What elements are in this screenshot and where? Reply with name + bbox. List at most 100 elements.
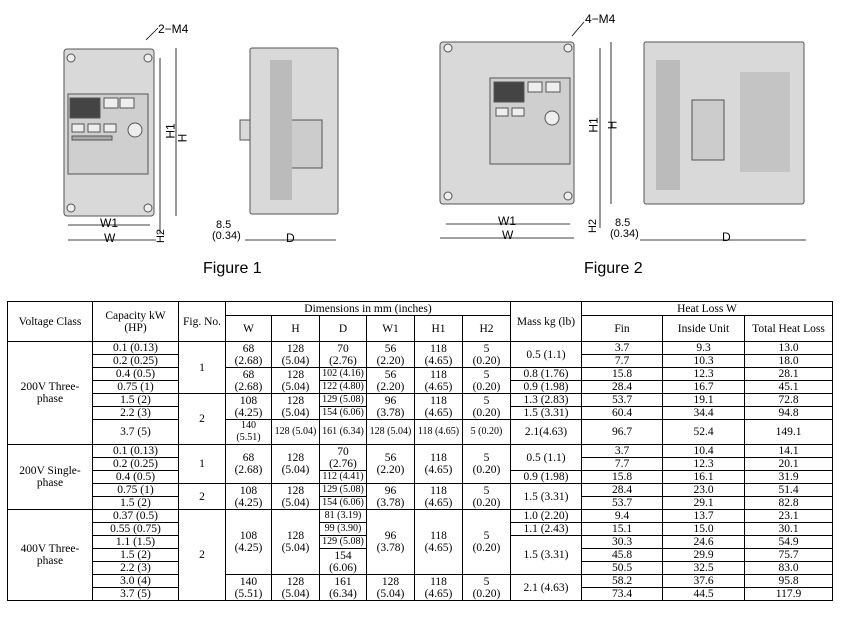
fig1-offset-label: 8.5 <box>216 219 232 231</box>
total-cell: 45.1 <box>744 380 833 394</box>
dim-cell: 128 (5.04) <box>271 419 320 445</box>
total-cell: 28.1 <box>744 367 833 381</box>
total-cell: 20.1 <box>744 457 833 471</box>
voltage-class: 400V Three-phase <box>7 509 93 601</box>
capacity-cell: 0.2 (0.25) <box>92 354 179 368</box>
dim-cell: 118(4.65) <box>414 574 463 601</box>
dim-cell: 70(2.76) <box>319 444 367 471</box>
dim-cell: 5(0.20) <box>462 341 511 368</box>
dim-cell: 129 (5.08) <box>319 483 367 497</box>
dim-cell: 81 (3.19) <box>319 509 367 523</box>
table-row: 200V Single-phase 0.1 (0.13) 1 68(2.68) … <box>7 444 833 510</box>
total-cell: 75.7 <box>744 548 833 562</box>
dim-cell: 118(4.65) <box>414 444 463 484</box>
table-row: 1.5 (2) 2 108(4.25) 128(5.04) 129 (5.08)… <box>8 393 833 445</box>
header-heat: Heat Loss W <box>581 301 833 316</box>
mass-cell: 1.0 (2.20) <box>510 509 582 523</box>
fig1-front-view <box>63 48 155 217</box>
fig1-caption: Figure 1 <box>203 260 262 277</box>
fig2-side-view <box>643 41 805 205</box>
dim-cell: 5(0.20) <box>462 444 511 484</box>
mass-cell: 0.5 (1.1) <box>510 341 582 368</box>
total-cell: 117.9 <box>744 587 833 601</box>
dim-cell: 122 (4.80) <box>319 380 367 394</box>
capacity-cell: 0.75 (1) <box>92 380 179 394</box>
fin-cell: 60.4 <box>581 406 663 420</box>
total-cell: 149.1 <box>744 419 833 445</box>
table-row: 3.7 (5) 73.4 44.5 117.9 <box>8 587 833 601</box>
dim-cell: 118(4.65) <box>414 367 463 394</box>
header-d: D <box>319 315 367 342</box>
dim-cell: 129 (5.08) <box>319 535 367 549</box>
table-row: 200V Three-phase 0.1 (0.13) 1 68(2.68) 1… <box>7 341 833 445</box>
inside-cell: 15.0 <box>662 522 745 536</box>
capacity-cell: 3.7 (5) <box>92 587 179 601</box>
fig2-h1-label: H1 <box>586 117 601 133</box>
dim-cell: 128(5.04) <box>366 574 415 601</box>
dim-cell: 56(2.20) <box>366 367 415 394</box>
dim-cell: 128 (5.04) <box>366 419 415 445</box>
dim-cell: 128(5.04) <box>271 367 320 394</box>
table-row: 0.75 (1) 2 108(4.25) 128(5.04) 129 (5.08… <box>8 483 833 510</box>
mass-cell: 1.5 (3.31) <box>510 406 582 420</box>
dim-cell: 68(2.68) <box>225 341 272 368</box>
inside-cell: 13.7 <box>662 509 745 523</box>
dim-cell: 70(2.76) <box>319 341 367 368</box>
fig-cell: 2 <box>178 393 226 445</box>
capacity-cell: 1.5 (2) <box>92 496 179 510</box>
fin-cell: 15.8 <box>581 367 663 381</box>
dim-cell: 118(4.65) <box>414 509 463 575</box>
fig2-mount-label: 4−M4 <box>585 12 616 26</box>
total-cell: 31.9 <box>744 470 833 484</box>
capacity-cell: 1.1 (1.5) <box>92 535 179 549</box>
fig2-h-label: H <box>605 120 620 130</box>
dim-cell: 140 (5.51) <box>225 419 272 445</box>
inside-cell: 19.1 <box>662 393 745 407</box>
fin-cell: 96.7 <box>581 419 663 445</box>
fig2-d-label: D <box>722 230 731 244</box>
mass-cell: 0.5 (1.1) <box>510 444 582 471</box>
dim-cell: 56(2.20) <box>366 341 415 368</box>
header-total: Total Heat Loss <box>744 315 833 342</box>
dim-cell: 128(5.04) <box>271 444 320 484</box>
fig1-dimension-lines <box>68 27 336 241</box>
capacity-cell: 0.2 (0.25) <box>92 457 179 471</box>
fig1-d-label: D <box>286 231 295 245</box>
dim-cell: 108(4.25) <box>225 483 272 510</box>
dim-cell: 128(5.04) <box>271 393 320 420</box>
inside-cell: 29.1 <box>662 496 745 510</box>
dim-cell: 96(3.78) <box>366 393 415 420</box>
capacity-cell: 2.2 (3) <box>92 406 179 420</box>
header-fin: Fin <box>581 315 663 342</box>
total-cell: 18.0 <box>744 354 833 368</box>
capacity-cell: 1.5 (2) <box>92 548 179 562</box>
fig1-offset-in-label: (0.34) <box>212 230 241 242</box>
fig-cell: 1 <box>178 341 226 394</box>
inside-cell: 12.3 <box>662 367 745 381</box>
dim-cell: 161 (6.34) <box>319 419 367 445</box>
mass-cell: 1.3 (2.83) <box>510 393 582 407</box>
inside-cell: 16.1 <box>662 470 745 484</box>
capacity-cell: 0.1 (0.13) <box>92 444 179 458</box>
fin-cell: 9.4 <box>581 509 663 523</box>
mass-cell: 1.1 (2.43) <box>510 522 582 536</box>
inside-cell: 52.4 <box>662 419 745 445</box>
dim-cell: 5 (0.20) <box>462 419 511 445</box>
fig2-w-label: W <box>502 228 514 242</box>
header-mass: Mass kg (lb) <box>510 301 582 342</box>
fin-cell: 3.7 <box>581 444 663 458</box>
dim-cell: 5(0.20) <box>462 483 511 510</box>
dim-cell: 118 (4.65) <box>414 419 463 445</box>
mass-cell: 0.9 (1.98) <box>510 380 582 394</box>
dim-cell: 56(2.20) <box>366 444 415 484</box>
dim-cell: 68(2.68) <box>225 367 272 394</box>
fig1-h-label: H <box>175 133 190 143</box>
mass-cell: 2.1 (4.63) <box>510 574 582 601</box>
fig2-front-view <box>439 41 575 205</box>
fig-cell: 1 <box>178 444 226 484</box>
fin-cell: 45.8 <box>581 548 663 562</box>
dim-cell: 96(3.78) <box>366 483 415 510</box>
table-row: 3.7 (5) 140 (5.51) 128 (5.04) 161 (6.34)… <box>8 419 833 445</box>
fig1-mount-label: 2−M4 <box>158 22 189 36</box>
dim-cell: 118(4.65) <box>414 341 463 368</box>
